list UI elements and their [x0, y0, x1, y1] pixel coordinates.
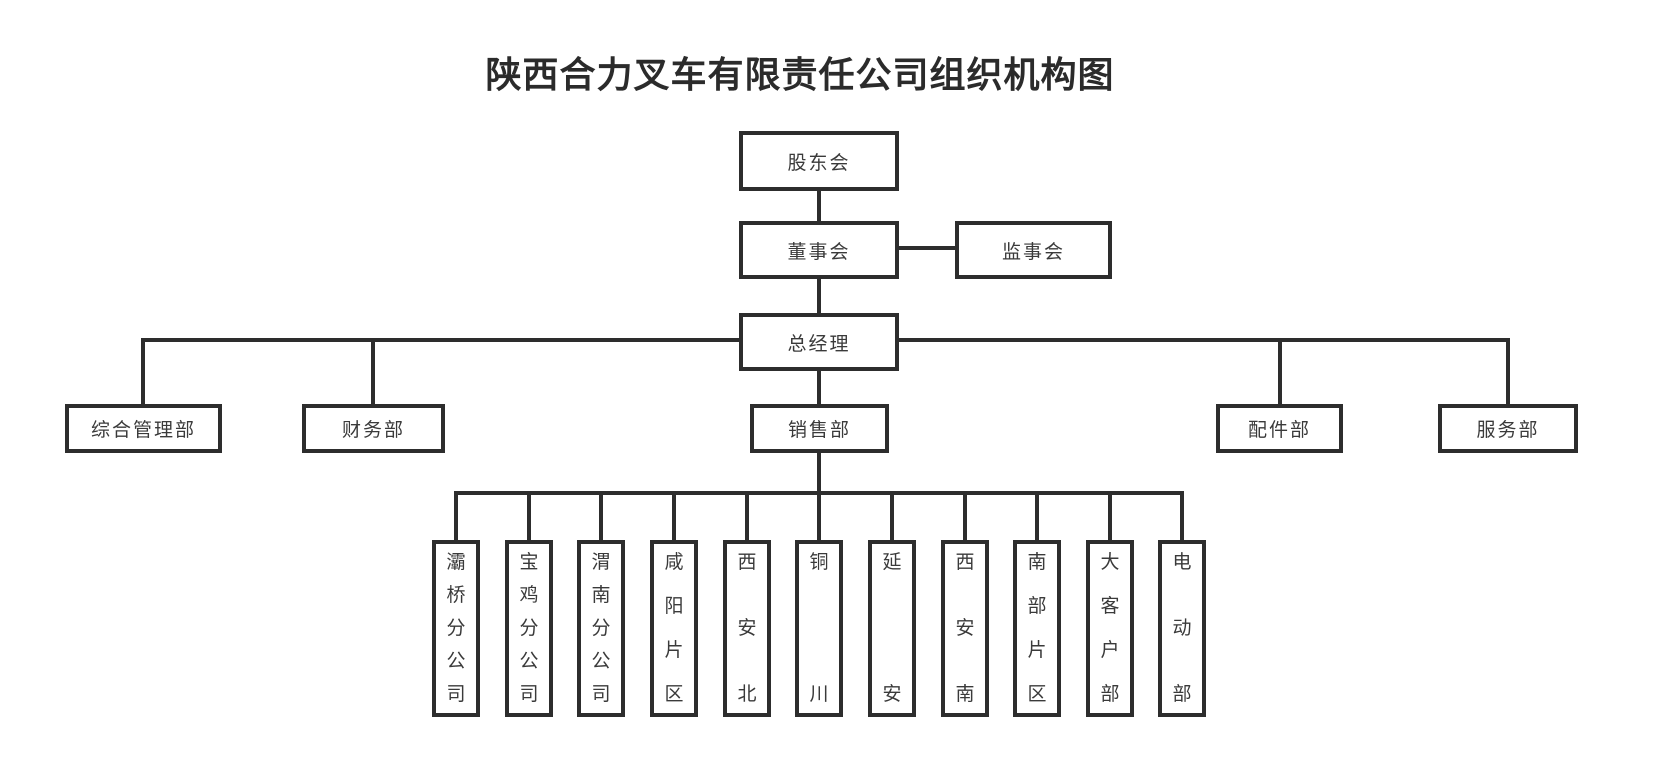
- vertical-label-char: 片: [664, 640, 684, 661]
- org-box-board-label: 董事会: [787, 241, 851, 263]
- vertical-label-char: 部: [1172, 684, 1192, 705]
- vertical-label-char: 片: [1027, 640, 1047, 661]
- vertical-label-char: 电: [1172, 552, 1192, 573]
- org-box-general-manager-label: 总经理: [787, 333, 851, 355]
- connector-drop-unit-baoji: [527, 493, 531, 542]
- org-box-dept-service: 服务部: [1438, 404, 1578, 453]
- vertical-label-char: 西: [737, 552, 757, 573]
- org-box-unit-weinan: 渭南分公司: [577, 540, 625, 717]
- org-box-dept-parts-label: 配件部: [1247, 420, 1311, 441]
- vertical-label-char: 南: [591, 585, 611, 606]
- vertical-label-char: 司: [591, 684, 611, 705]
- connector-drop-unit-electric: [1180, 493, 1184, 542]
- vertical-label-char: 安: [955, 618, 975, 639]
- vertical-label-char: 户: [1100, 640, 1120, 661]
- connector-drop-parts: [1278, 338, 1282, 404]
- org-box-unit-yanan: 延安: [868, 540, 916, 717]
- connector-drop-unit-xian-north: [745, 493, 749, 542]
- org-box-unit-baoji: 宝鸡分公司: [505, 540, 553, 717]
- org-box-unit-xianyang: 咸阳片区: [650, 540, 698, 717]
- vertical-label-char: 公: [519, 651, 539, 672]
- org-box-unit-xian-south: 西安南: [941, 540, 989, 717]
- org-box-dept-sales: 销售部: [750, 404, 889, 453]
- connector-gm-right-branch: [897, 338, 1510, 342]
- vertical-label-char: 公: [591, 651, 611, 672]
- connector-board-supervisory: [897, 246, 957, 250]
- vertical-label-char: 阳: [664, 596, 684, 617]
- connector-drop-unit-xianyang: [672, 493, 676, 542]
- connector-shareholders-board: [817, 189, 821, 223]
- vertical-label-char: 灞: [446, 552, 466, 573]
- vertical-label-char: 北: [737, 684, 757, 705]
- connector-drop-unit-tongchuan: [817, 493, 821, 542]
- org-box-supervisory: 监事会: [955, 221, 1112, 279]
- connector-drop-unit-weinan: [599, 493, 603, 542]
- org-box-dept-sales-label: 销售部: [787, 420, 851, 441]
- connector-drop-unit-south-area: [1035, 493, 1039, 542]
- connector-sales-bus: [817, 451, 821, 493]
- vertical-label-char: 分: [519, 618, 539, 639]
- connector-drop-unit-xian-south: [963, 493, 967, 542]
- vertical-label-char: 南: [955, 684, 975, 705]
- vertical-label-char: 动: [1172, 618, 1192, 639]
- connector-drop-unit-baqiao: [454, 493, 458, 542]
- org-box-shareholders: 股东会: [739, 131, 899, 191]
- chart-title: 陕西合力叉车有限责任公司组织机构图: [485, 54, 1115, 95]
- vertical-label-char: 司: [446, 684, 466, 705]
- vertical-label-char: 延: [882, 552, 902, 573]
- vertical-label-char: 大: [1100, 552, 1120, 573]
- vertical-label-char: 安: [882, 684, 902, 705]
- vertical-label-char: 区: [1027, 684, 1047, 705]
- vertical-label-char: 渭: [591, 552, 611, 573]
- org-box-unit-tongchuan: 铜川: [795, 540, 843, 717]
- connector-gm-sales: [817, 369, 821, 406]
- org-box-dept-admin-label: 综合管理部: [90, 420, 196, 441]
- connector-drop-finance: [371, 338, 375, 404]
- org-box-dept-finance: 财务部: [302, 404, 445, 453]
- vertical-label-char: 部: [1027, 596, 1047, 617]
- org-box-dept-parts: 配件部: [1216, 404, 1343, 453]
- vertical-label-char: 宝: [519, 552, 539, 573]
- vertical-label-char: 部: [1100, 684, 1120, 705]
- vertical-label-char: 川: [809, 684, 829, 705]
- connector-drop-admin: [141, 338, 145, 404]
- org-box-shareholders-label: 股东会: [787, 152, 851, 174]
- vertical-label-char: 司: [519, 684, 539, 705]
- org-box-unit-baqiao: 灞桥分公司: [432, 540, 480, 717]
- vertical-label-char: 桥: [446, 585, 466, 606]
- org-box-general-manager: 总经理: [739, 313, 899, 371]
- org-box-unit-electric: 电动部: [1158, 540, 1206, 717]
- org-box-dept-finance-label: 财务部: [341, 420, 405, 441]
- connector-drop-unit-yanan: [890, 493, 894, 542]
- connector-gm-left-branch: [141, 338, 741, 342]
- connector-drop-service: [1506, 338, 1510, 404]
- vertical-label-char: 鸡: [519, 585, 539, 606]
- org-box-board: 董事会: [739, 221, 899, 279]
- vertical-label-char: 西: [955, 552, 975, 573]
- org-box-unit-key-accounts: 大客户部: [1086, 540, 1134, 717]
- org-box-unit-xian-north: 西安北: [723, 540, 771, 717]
- org-box-supervisory-label: 监事会: [1001, 241, 1065, 263]
- vertical-label-char: 南: [1027, 552, 1047, 573]
- vertical-label-char: 分: [591, 618, 611, 639]
- vertical-label-char: 铜: [809, 552, 829, 573]
- org-box-unit-south-area: 南部片区: [1013, 540, 1061, 717]
- org-box-dept-service-label: 服务部: [1476, 420, 1540, 441]
- vertical-label-char: 公: [446, 651, 466, 672]
- org-box-dept-admin: 综合管理部: [65, 404, 222, 453]
- vertical-label-char: 客: [1100, 596, 1120, 617]
- vertical-label-char: 分: [446, 618, 466, 639]
- vertical-label-char: 安: [737, 618, 757, 639]
- vertical-label-char: 咸: [664, 552, 684, 573]
- connector-drop-unit-key-accounts: [1108, 493, 1112, 542]
- connector-board-gm: [817, 277, 821, 315]
- vertical-label-char: 区: [664, 684, 684, 705]
